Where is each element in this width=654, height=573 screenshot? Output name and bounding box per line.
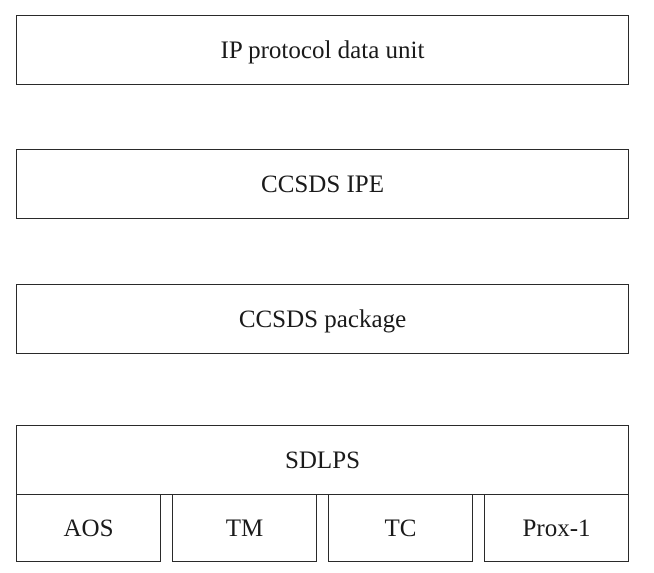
layer-label: CCSDS package xyxy=(238,305,407,333)
sublayer-label: TC xyxy=(384,514,417,542)
sublayer-label: TM xyxy=(225,514,264,542)
layer-ccsds-ipe: CCSDS IPE xyxy=(16,149,629,219)
layer-label: CCSDS IPE xyxy=(261,170,384,198)
sublayer-prox-1: Prox-1 xyxy=(484,494,629,562)
layer-sdlps: SDLPS xyxy=(16,425,629,495)
sublayer-tm: TM xyxy=(172,494,317,562)
sublayer-tc: TC xyxy=(328,494,473,562)
sublayer-label: Prox-1 xyxy=(522,514,591,542)
layer-ccsds-package: CCSDS package xyxy=(16,284,629,354)
sublayer-aos: AOS xyxy=(16,494,161,562)
layer-label: IP protocol data unit xyxy=(220,36,425,64)
layer-label: SDLPS xyxy=(284,446,361,474)
sublayer-label: AOS xyxy=(63,514,114,542)
layer-ip-protocol-data-unit: IP protocol data unit xyxy=(16,15,629,85)
